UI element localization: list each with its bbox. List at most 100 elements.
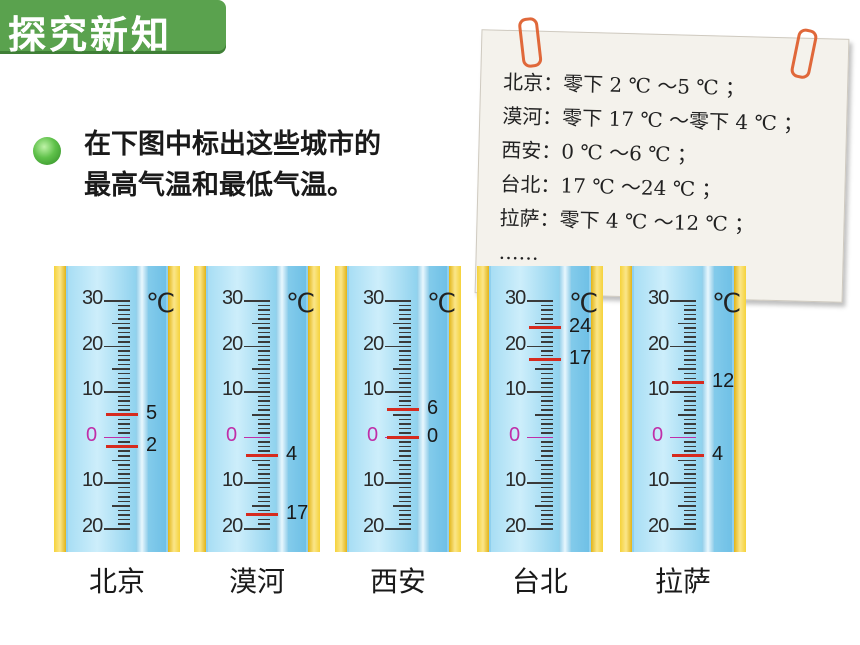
thermometer-stripe: [734, 266, 746, 552]
scale-tick: [678, 459, 696, 462]
scale-tick: [541, 377, 553, 380]
scale-tick: [393, 414, 411, 416]
scale-tick: [670, 345, 696, 348]
scale-tick: [258, 318, 270, 320]
scale-tick: [541, 309, 553, 311]
scale-tick: [112, 459, 130, 462]
scale-tick: [399, 427, 411, 430]
temperature-mark-high: [246, 454, 278, 458]
scale-tick: [258, 441, 270, 443]
thermometer-stripe: [591, 266, 603, 552]
scale-tick: [258, 304, 270, 307]
scale-tick: [399, 354, 411, 357]
scale-tick: [258, 477, 270, 480]
scale-tick: [541, 354, 553, 357]
scale-tick: [118, 331, 130, 334]
instruction-line-2: 最高气温和最低气温。: [84, 170, 354, 201]
scale-label: 10: [648, 378, 669, 401]
scale-tick: [258, 386, 270, 389]
scale-tick: [684, 496, 696, 498]
scale-tick: [399, 404, 411, 407]
scale-tick: [118, 473, 130, 475]
scale-tick: [118, 418, 130, 421]
city-name: 台北: [511, 565, 568, 598]
scale-tick: [393, 368, 411, 370]
scale-tick: [399, 327, 411, 329]
scale-tick: [684, 523, 696, 525]
scale-label-zero: 0: [652, 423, 663, 446]
scale-tick: [258, 468, 270, 471]
scale-tick: [118, 409, 130, 411]
scale-tick: [252, 322, 270, 325]
scale-tick: [541, 350, 553, 352]
scale-tick: [541, 382, 553, 384]
scale-tick: [684, 386, 696, 389]
scale-tick: [118, 496, 130, 498]
unit-label: ℃: [569, 288, 599, 318]
scale-tick: [258, 372, 270, 375]
temperature-mark-high: [672, 381, 704, 385]
scale-tick: [118, 400, 130, 402]
thermometer-tube: [417, 266, 429, 552]
scale-tick: [684, 409, 696, 411]
scale-tick: [684, 441, 696, 443]
scale-tick: [399, 464, 411, 466]
scale-tick: [399, 309, 411, 311]
scale-tick: [258, 500, 270, 503]
thermometer-face: [491, 266, 589, 552]
temperature-label-low: 4: [712, 443, 724, 466]
scale-tick: [393, 505, 411, 507]
scale-tick: [244, 528, 270, 530]
scale-tick: [541, 486, 553, 489]
section-title-tab: 探究新知: [0, 0, 226, 57]
bullet-icon: [33, 137, 61, 165]
scale-label: 30: [363, 287, 384, 309]
scale-tick: [684, 486, 696, 489]
scale-tick: [684, 354, 696, 357]
scale-tick: [385, 528, 411, 530]
scale-tick: [399, 350, 411, 352]
scale-label: 20: [363, 332, 384, 355]
scale-tick: [258, 363, 270, 366]
city-name: 拉萨: [654, 565, 711, 598]
scale-tick: [399, 304, 411, 307]
scale-tick: [399, 496, 411, 498]
scale-tick: [118, 450, 130, 452]
scale-tick: [684, 395, 696, 398]
scale-label: 20: [82, 515, 103, 537]
scale-tick: [118, 313, 130, 316]
scale-tick: [527, 528, 553, 530]
scale-label-zero: 0: [86, 423, 97, 446]
zero-line: [244, 436, 270, 439]
note-lines: 北京：零下 2 ℃ ～5 ℃ ；漠河：零下 17 ℃ ～零下 4 ℃ ；西安：0…: [498, 65, 804, 277]
scale-tick: [244, 391, 270, 393]
scale-tick: [118, 372, 130, 375]
scale-tick: [541, 304, 553, 307]
temperature-label-high: 6: [427, 397, 439, 420]
scale-tick: [399, 359, 411, 361]
scale-tick: [684, 509, 696, 512]
scale-tick: [684, 445, 696, 448]
instruction-text: 在下图中标出这些城市的 最高气温和最低气温。: [84, 124, 464, 206]
temperature-mark-low: [672, 454, 704, 458]
city-name: 西安: [369, 565, 426, 598]
scale-tick: [684, 473, 696, 475]
scale-tick: [118, 327, 130, 329]
scale-tick: [684, 404, 696, 407]
scale-tick: [678, 322, 696, 325]
scale-tick: [104, 345, 130, 348]
scale-tick: [399, 432, 411, 434]
scale-tick: [541, 318, 553, 320]
scale-tick: [541, 518, 553, 521]
scale-tick: [399, 450, 411, 452]
scale-tick: [399, 418, 411, 421]
scale-tick: [541, 404, 553, 407]
scale-label: 20: [222, 332, 243, 355]
scale-tick: [684, 309, 696, 311]
zero-line: [104, 436, 130, 439]
scale-tick: [258, 409, 270, 411]
scale-tick: [399, 477, 411, 480]
unit-label: ℃: [146, 288, 176, 318]
scale-tick: [258, 423, 270, 425]
